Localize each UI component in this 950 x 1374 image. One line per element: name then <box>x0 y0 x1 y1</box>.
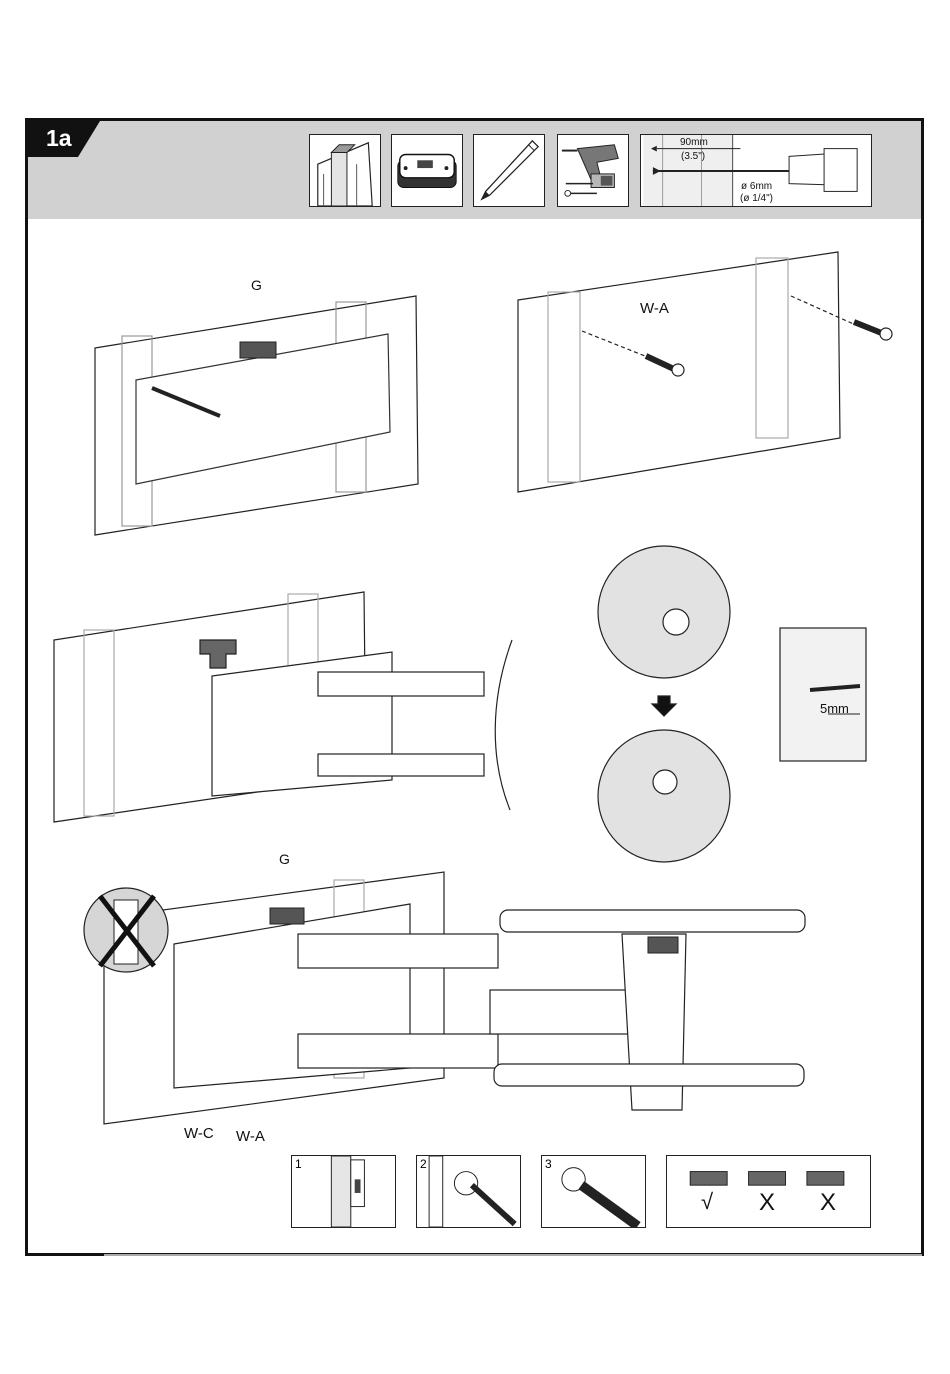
step-number-1: 1 <box>295 1157 302 1171</box>
label-screw-bottom: W-A <box>236 1128 265 1145</box>
step-panel-3: 3 <box>541 1155 646 1228</box>
step-number-3: 3 <box>545 1157 552 1171</box>
wall-screw-scene <box>518 252 892 492</box>
step-panel-1: 1 <box>291 1155 396 1228</box>
keyhole-detail <box>598 546 730 862</box>
level-check-panel: √ X X <box>666 1155 871 1228</box>
label-g-bottom: G <box>279 851 290 867</box>
bottom-rule <box>104 1254 922 1256</box>
label-depth: 5mm <box>820 701 849 716</box>
level-on-plate <box>648 937 678 953</box>
step-panel-2: 2 <box>416 1155 521 1228</box>
step-number-2: 2 <box>420 1157 427 1171</box>
level-bad-mark-2: X <box>820 1189 836 1217</box>
screw-depth-detail <box>780 628 866 761</box>
level-g-top <box>240 342 276 358</box>
wall-template-scene <box>95 296 418 535</box>
label-screw-top: W-A <box>640 300 669 317</box>
level-ok-mark: √ <box>701 1189 713 1215</box>
bracket-hang-scene <box>54 592 512 822</box>
label-washer: W-C <box>184 1125 214 1142</box>
label-g-top: G <box>251 277 262 293</box>
level-g-bottom <box>270 908 304 924</box>
no-anchor-icon <box>84 888 168 972</box>
level-bad-mark-1: X <box>759 1189 775 1217</box>
arm-assembly-scene <box>104 872 805 1124</box>
